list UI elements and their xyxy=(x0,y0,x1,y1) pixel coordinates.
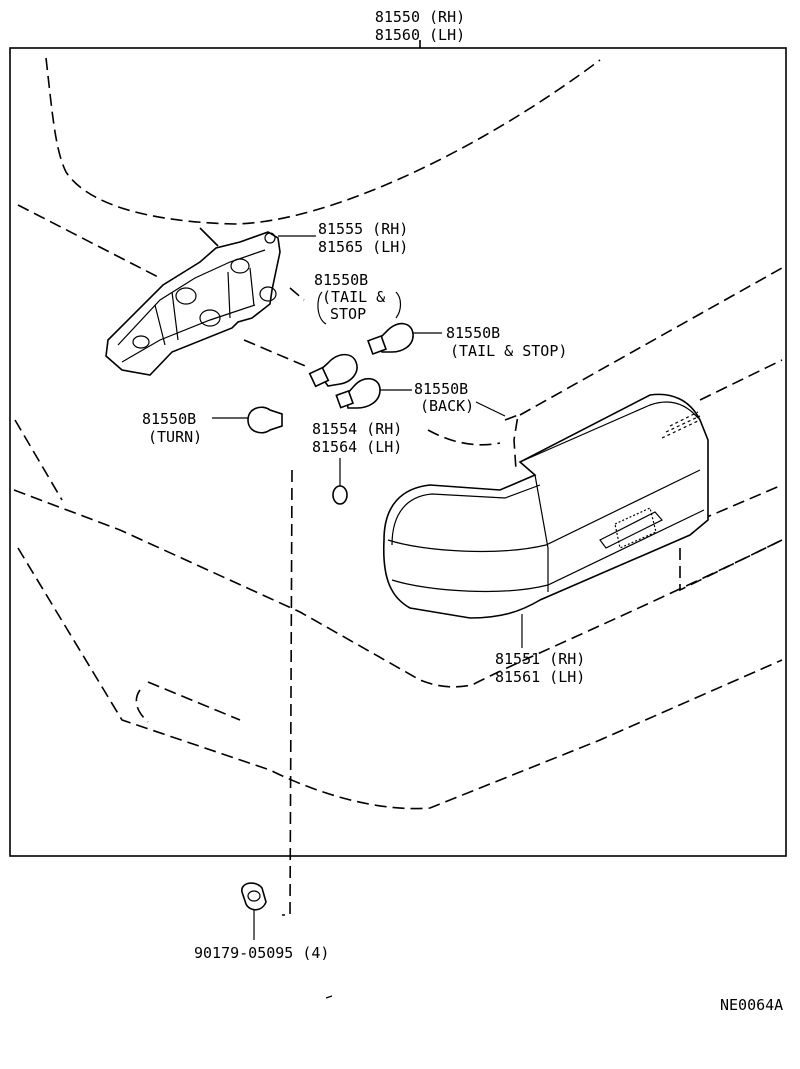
bulb-tail-stop-left-type-label-2: STOP xyxy=(330,305,366,323)
bulb-tail-stop-left-part-label: 81550B xyxy=(314,271,368,289)
gasket-part xyxy=(332,485,348,505)
callout-lens: 81551 (RH) 81561 (LH) xyxy=(495,650,585,686)
socket-housing-lh-label: 81565 (LH) xyxy=(318,238,408,256)
callout-assembly: 81550 (RH) 81560 (LH) xyxy=(375,8,465,44)
bulb-turn-type-label: (TURN) xyxy=(148,428,202,446)
assembly-lh-label: 81560 (LH) xyxy=(375,26,465,44)
callout-bulb-tail-stop-right: 81550B (TAIL & STOP) xyxy=(446,324,567,360)
bulb-tail-stop-right-type-label: (TAIL & STOP) xyxy=(450,342,567,360)
bulb-tail-stop-left-part xyxy=(308,353,358,388)
bulb-back-part-label: 81550B xyxy=(414,380,468,398)
socket-housing-rh-label: 81555 (RH) xyxy=(318,220,408,238)
lens-lh-label: 81561 (LH) xyxy=(495,668,585,686)
bulb-back-part xyxy=(335,377,412,409)
callout-socket-housing: 81555 (RH) 81565 (LH) xyxy=(318,220,408,256)
socket-housing-part xyxy=(105,227,281,376)
gasket-rh-label: 81554 (RH) xyxy=(312,420,402,438)
bulb-turn-part xyxy=(212,406,283,434)
stray-mark xyxy=(325,995,333,999)
diagram-frame xyxy=(9,47,787,857)
vehicle-body-outline xyxy=(13,57,783,810)
lens-part xyxy=(382,393,709,648)
bulb-tail-stop-right-part-label: 81550B xyxy=(446,324,500,342)
lens-rh-label: 81551 (RH) xyxy=(495,650,585,668)
gasket-lh-label: 81564 (LH) xyxy=(312,438,402,456)
callout-bulb-back: 81550B (BACK) xyxy=(414,380,474,415)
callout-bulb-tail-stop-left: 81550B (TAIL & STOP xyxy=(314,271,385,323)
fastener-path xyxy=(282,469,293,916)
diagram-code: NE0064A xyxy=(720,996,783,1014)
bulb-back-type-label: (BACK) xyxy=(420,397,474,415)
callout-gasket: 81554 (RH) 81564 (LH) xyxy=(312,420,402,456)
bulb-tail-stop-left-type-label: (TAIL & xyxy=(322,288,385,306)
bulb-turn-part-label: 81550B xyxy=(142,410,196,428)
label-leaders xyxy=(278,235,506,417)
nut-label: 90179-05095 (4) xyxy=(194,944,329,962)
assembly-rh-label: 81550 (RH) xyxy=(375,8,465,26)
bulb-tail-stop-right-part xyxy=(367,322,442,355)
callout-bulb-turn: 81550B (TURN) xyxy=(142,410,202,446)
nut-part xyxy=(241,882,267,940)
